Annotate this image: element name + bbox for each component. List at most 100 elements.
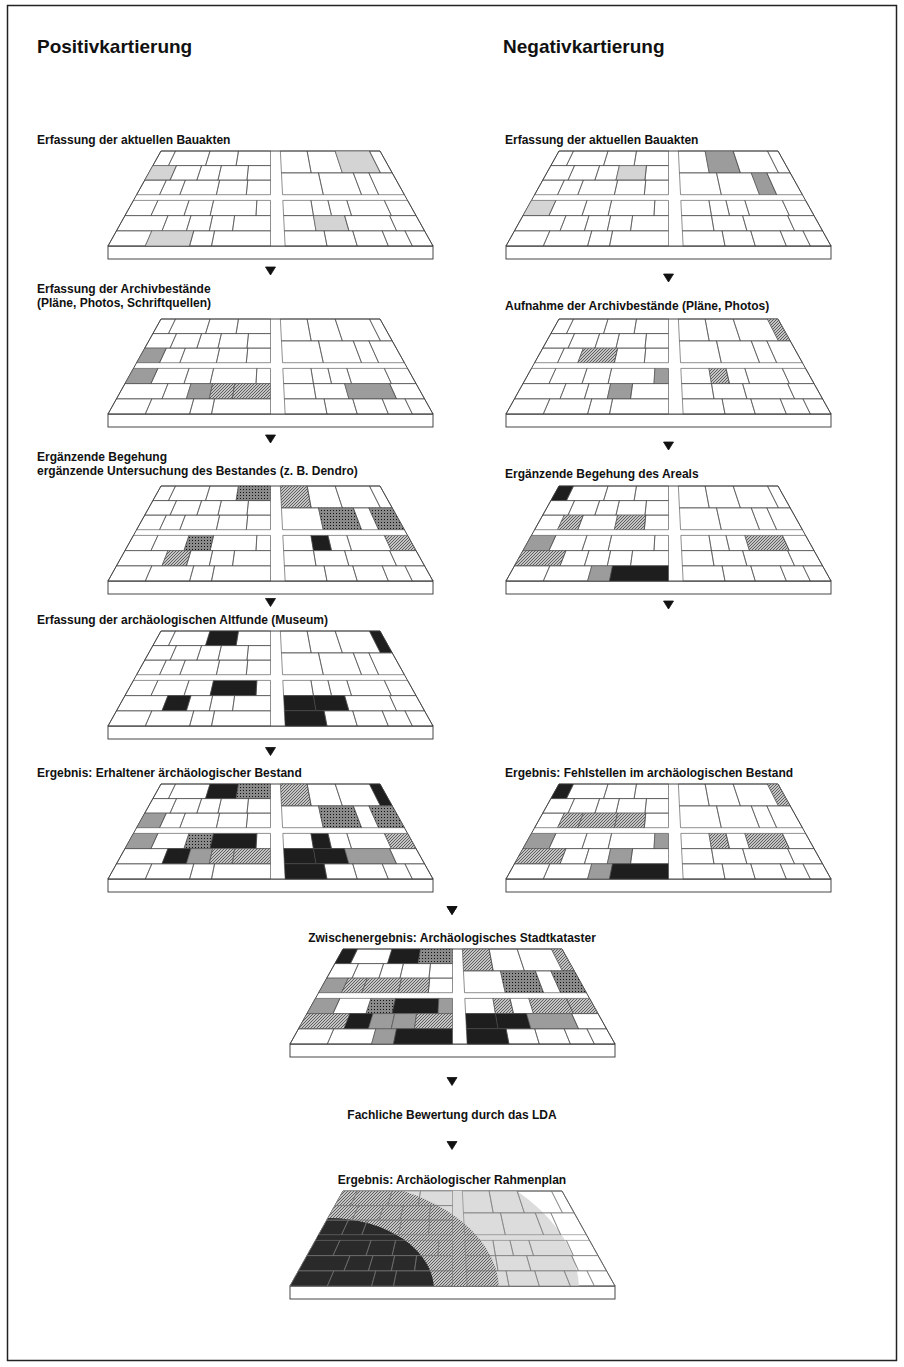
parcel: [306, 1240, 339, 1255]
parcel: [216, 348, 247, 363]
parcel: [405, 231, 433, 246]
parcel: [679, 806, 721, 828]
parcel: [283, 680, 314, 695]
parcel: [369, 631, 392, 653]
parcel: [543, 501, 575, 516]
parcel: [645, 799, 669, 814]
map-step: Ergebnis: Fehlstellen im archäologischen…: [505, 763, 832, 893]
parcel: [463, 971, 505, 993]
parcel: [236, 784, 270, 799]
step-label: Fachliche Bewertung durch das LDA: [347, 1108, 556, 1122]
parcel: [609, 864, 668, 879]
parcel: [345, 849, 397, 864]
parcel: [371, 1271, 396, 1286]
parcel: [399, 1206, 430, 1221]
parcel: [549, 200, 587, 215]
parcel: [347, 833, 392, 848]
parcel: [780, 864, 810, 879]
parcel: [369, 806, 405, 828]
parcel: [733, 151, 778, 173]
parcel: [780, 566, 810, 581]
parcel: [247, 799, 271, 814]
parcel: [506, 399, 550, 414]
parcel: [190, 231, 215, 246]
parcel: [495, 1014, 530, 1029]
parcel: [716, 341, 759, 363]
parcel: [543, 231, 591, 246]
parcel: [162, 384, 191, 399]
parcel: [405, 566, 433, 581]
parcel: [390, 384, 425, 399]
parcel: [361, 978, 401, 993]
parcel: [506, 231, 550, 246]
parcel: [306, 998, 339, 1013]
parcel: [716, 806, 759, 828]
parcel: [186, 849, 212, 864]
parcel: [506, 1271, 539, 1286]
parcel: [551, 949, 574, 971]
parcel: [345, 384, 397, 399]
parcel: [767, 784, 790, 806]
parcel: [405, 399, 433, 414]
parcel: [767, 508, 803, 530]
parcel: [634, 319, 668, 334]
flow-arrow: [266, 267, 276, 275]
parcel: [184, 833, 214, 848]
parcel: [335, 319, 380, 341]
map-step: Zwischenergebnis: Archäologisches Stadtk…: [288, 928, 617, 1058]
parcel: [523, 200, 556, 215]
parcel: [631, 216, 669, 231]
parcel: [566, 319, 608, 334]
parcel: [236, 319, 270, 334]
parcel: [236, 486, 270, 501]
parcel: [405, 711, 433, 726]
map-plate: [107, 485, 434, 595]
parcel: [560, 551, 589, 566]
parcel: [438, 1240, 452, 1255]
parcel: [645, 334, 669, 349]
parcel: [616, 334, 647, 349]
parcel: [588, 231, 613, 246]
parcel: [568, 501, 600, 516]
parcel: [284, 696, 316, 711]
parcel: [216, 660, 247, 675]
parcel: [151, 200, 189, 215]
parcel: [211, 566, 270, 581]
parcel: [654, 368, 668, 383]
map-plate: [505, 783, 832, 893]
map-step: Ergebnis: Erhaltener ärchäologischer Bes…: [37, 763, 434, 893]
parcel: [180, 515, 220, 530]
map-step: Aufnahme der Archivbestände (Pläne, Phot…: [505, 296, 832, 428]
parcel: [418, 1191, 452, 1206]
parcel: [705, 319, 740, 341]
parcel: [550, 971, 586, 993]
parcel: [588, 864, 613, 879]
parcel: [543, 399, 591, 414]
plate-face: [108, 319, 433, 414]
parcel: [604, 784, 637, 799]
parcel: [160, 515, 186, 530]
parcel: [523, 368, 556, 383]
parcel: [313, 849, 348, 864]
parcel: [392, 998, 439, 1013]
parcel: [679, 173, 721, 195]
parcel: [391, 1256, 416, 1271]
parcel: [218, 799, 249, 814]
parcel: [197, 646, 222, 661]
parcel: [682, 849, 714, 864]
parcel: [283, 368, 314, 383]
parcel: [125, 535, 158, 550]
step-label: Ergebnis: Fehlstellen im archäologischen…: [505, 766, 793, 780]
parcel: [514, 384, 566, 399]
plate-edge: [108, 879, 433, 892]
parcel: [326, 964, 358, 979]
parcel: [218, 646, 249, 661]
parcel: [535, 1213, 560, 1235]
parcel: [398, 978, 429, 993]
parcel: [236, 631, 270, 646]
parcel: [681, 833, 712, 848]
parcel: [654, 535, 668, 550]
parcel: [564, 1271, 594, 1286]
parcel: [332, 1240, 370, 1255]
